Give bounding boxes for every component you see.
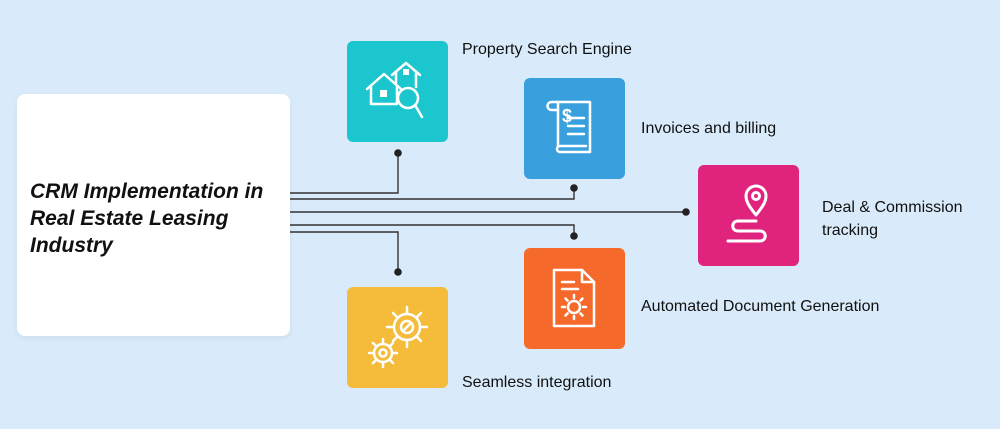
connector-dot	[394, 149, 402, 157]
property-search-tile	[347, 41, 448, 142]
connector-dot	[570, 184, 578, 192]
svg-text:$: $	[562, 106, 572, 126]
document-generation-tile	[524, 248, 625, 349]
seamless-integration-tile	[347, 287, 448, 388]
property-search-label: Property Search Engine	[462, 41, 632, 58]
title-card	[17, 94, 290, 336]
deal-commission-label: Deal & Commission tracking	[822, 199, 963, 239]
connector-dot	[682, 208, 690, 216]
diagram-title: CRM Implementation in Real Estate Leasin…	[30, 180, 264, 257]
gears-icon	[367, 305, 429, 369]
house-search-icon	[365, 61, 424, 119]
invoice-scroll-icon: $	[546, 100, 592, 154]
seamless-integration-label: Seamless integration	[462, 374, 612, 391]
connector-dot	[570, 232, 578, 240]
location-route-icon	[726, 184, 768, 243]
invoices-label: Invoices and billing	[641, 120, 777, 137]
connector-dot	[394, 268, 402, 276]
document-generation-label: Automated Document Generation	[641, 298, 880, 315]
invoices-tile: $	[524, 78, 625, 179]
document-gear-icon	[552, 268, 596, 328]
deal-commission-tile	[698, 165, 799, 266]
